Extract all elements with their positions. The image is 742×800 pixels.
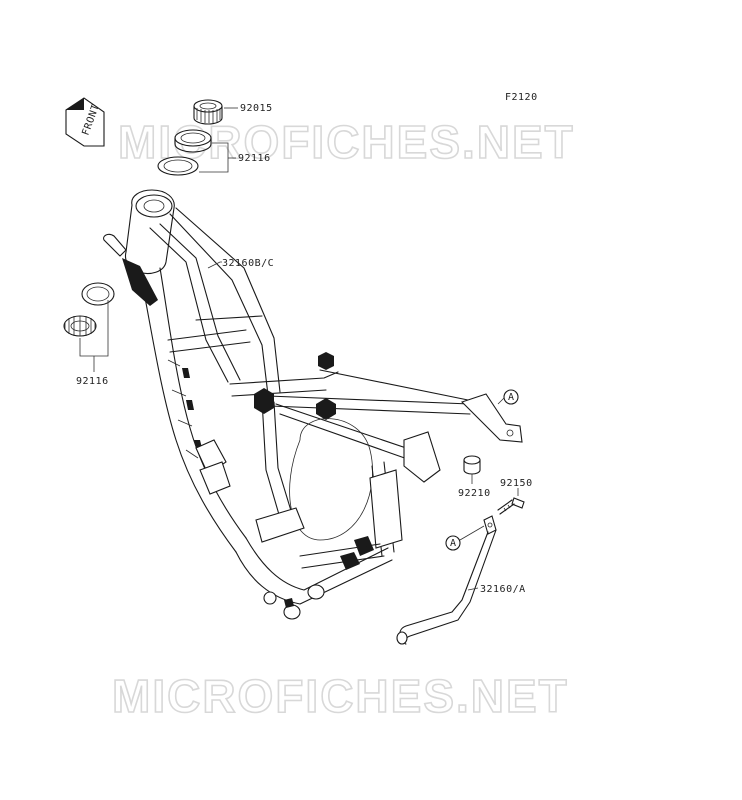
collar-92210 — [463, 455, 481, 475]
label-92015: 92015 — [240, 103, 273, 114]
watermark-bottom: MICROFICHES.NET — [112, 670, 569, 722]
label-92150: 92150 — [500, 478, 533, 489]
reference-mark-a-lower-label: A — [450, 538, 457, 549]
bolt-92150 — [497, 497, 525, 515]
watermark-top: MICROFICHES.NET — [118, 116, 575, 168]
lower-bearing-set — [63, 282, 115, 337]
figure-code: F2120 — [505, 92, 538, 103]
reference-mark-a-upper — [503, 389, 519, 405]
reference-mark-a-lower — [445, 535, 461, 551]
label-32160a: 32160/A — [480, 584, 526, 595]
steering-stem-nut — [193, 99, 223, 125]
label-92116-bottom: 92116 — [76, 376, 109, 387]
label-92210: 92210 — [458, 488, 491, 499]
upper-bearing-set — [157, 129, 212, 176]
label-92116-top: 92116 — [238, 153, 271, 164]
reference-mark-a-upper-label: A — [508, 392, 515, 403]
sub-frame-32160a — [396, 515, 497, 645]
label-32160bc: 32160B/C — [222, 258, 274, 269]
front-arrow-icon: FRONT — [65, 97, 105, 147]
main-frame — [103, 189, 523, 620]
